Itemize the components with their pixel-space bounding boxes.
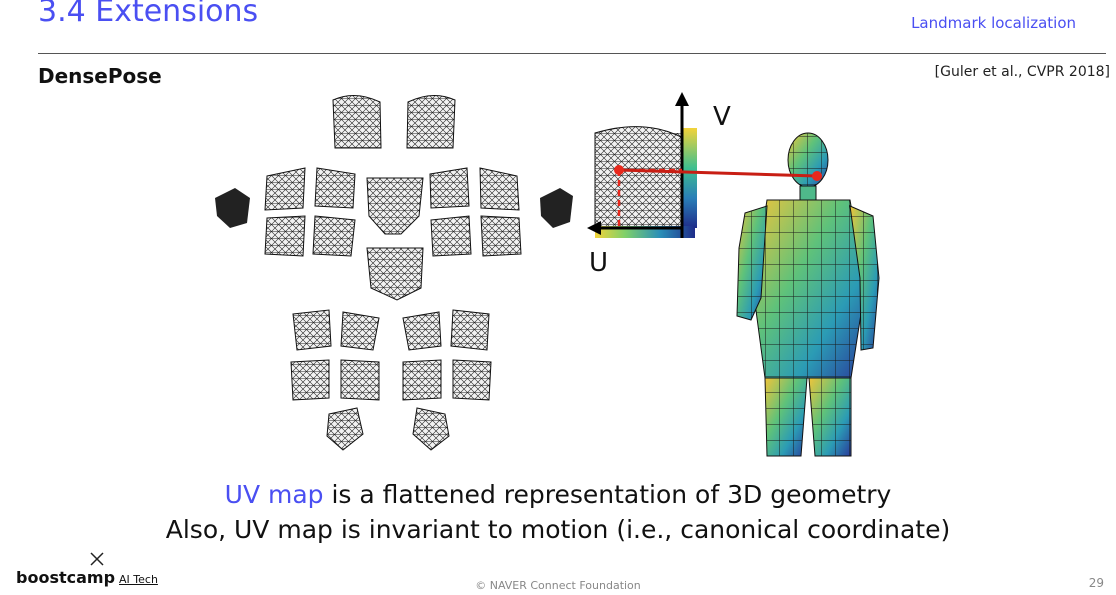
copyright: © NAVER Connect Foundation <box>475 579 641 592</box>
uv-parts <box>215 95 573 451</box>
densepose-illustration <box>215 92 880 457</box>
logo-text: boostcamp <box>16 568 116 587</box>
header-divider <box>38 53 1106 54</box>
logo-subtext: AI Tech <box>119 573 158 586</box>
caption-line-1-text: is a flattened representation of 3D geom… <box>323 480 892 509</box>
correspondence-marker <box>614 165 822 181</box>
v-axis-label: V <box>713 102 731 132</box>
close-icon <box>90 552 104 566</box>
slide-subtitle: DensePose <box>38 64 162 88</box>
citation: [Guler et al., CVPR 2018] <box>934 64 1110 80</box>
page-number: 29 <box>1088 576 1104 590</box>
uv-map-inset <box>587 92 697 238</box>
topic-label: Landmark localization <box>911 14 1076 32</box>
caption-highlight: UV map <box>224 480 324 509</box>
human-body <box>736 132 880 457</box>
u-axis-label: U <box>589 248 609 278</box>
caption-line-1: UV map is a flattened representation of … <box>0 480 1116 509</box>
caption-line-2: Also, UV map is invariant to motion (i.e… <box>165 515 951 544</box>
densepose-figure: V U <box>205 88 905 458</box>
section-title: 3.4 Extensions <box>38 0 259 29</box>
